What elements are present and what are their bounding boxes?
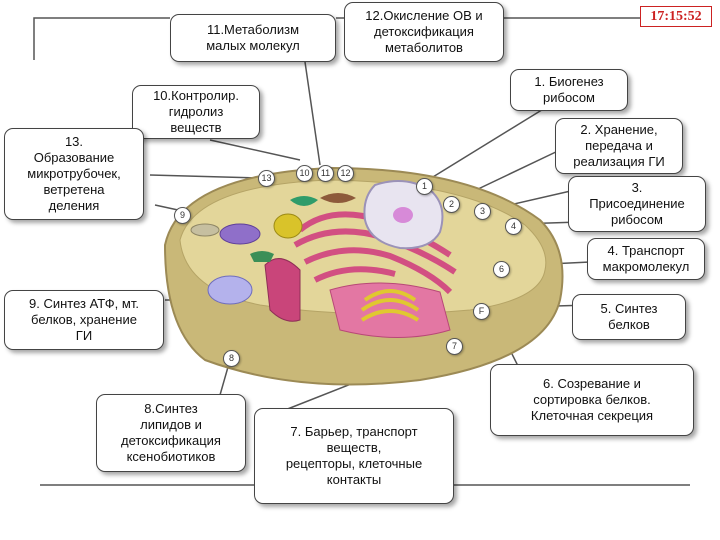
- label-6-secretion: 6. Созревание и сортировка белков. Клето…: [490, 364, 694, 436]
- golgi: [360, 289, 420, 322]
- label-12-text: 12.Окисление ОВ и детоксификация метабол…: [365, 8, 483, 55]
- label-2-storage: 2. Хранение, передача и реализация ГИ: [555, 118, 683, 174]
- label-11-text: 11.Метаболизм малых молекул: [206, 22, 300, 53]
- callout-12: 12: [337, 165, 354, 182]
- callout-8: 8: [223, 350, 240, 367]
- callout-13: 13: [258, 170, 275, 187]
- callout-10: 10: [296, 165, 313, 182]
- label-5-text: 5. Синтез белков: [600, 301, 658, 332]
- label-3-text: 3. Присоединение рибосом: [589, 180, 685, 227]
- label-13-text: 13. Образование микротрубочек, ветретена…: [27, 134, 121, 213]
- vesicle: [320, 193, 356, 203]
- label-8-lipids: 8.Синтез липидов и детоксификация ксеноб…: [96, 394, 246, 472]
- lysosome: [190, 223, 220, 237]
- label-3-ribosome-attachment: 3. Присоединение рибосом: [568, 176, 706, 232]
- smooth-er: [264, 258, 301, 322]
- label-7-text: 7. Барьер, транспорт веществ, рецепторы,…: [285, 424, 423, 487]
- label-6-text: 6. Созревание и сортировка белков. Клето…: [530, 376, 654, 423]
- callout-f: F: [473, 303, 490, 320]
- label-7-barrier: 7. Барьер, транспорт веществ, рецепторы,…: [254, 408, 454, 504]
- callout-2: 2: [443, 196, 460, 213]
- label-4-transport: 4. Транспорт макромолекул: [587, 238, 705, 280]
- mitochondrion-2: [273, 213, 303, 239]
- peroxisome: [290, 196, 318, 206]
- label-10-hydrolysis: 10.Контролир. гидролиз веществ: [132, 85, 260, 139]
- label-5-protein-synthesis: 5. Синтез белков: [572, 294, 686, 340]
- label-12-oxidation: 12.Окисление ОВ и детоксификация метабол…: [344, 2, 504, 62]
- centriole: [250, 251, 274, 262]
- label-1-text: 1. Биогенез рибосом: [534, 74, 604, 105]
- label-10-text: 10.Контролир. гидролиз веществ: [153, 88, 239, 135]
- callout-7: 7: [446, 338, 463, 355]
- label-9-atp: 9. Синтез АТФ, мт. белков, хранение ГИ: [4, 290, 164, 350]
- callout-6: 6: [493, 261, 510, 278]
- mitochondrion-1: [219, 223, 261, 245]
- label-4-text: 4. Транспорт макромолекул: [602, 243, 690, 274]
- label-13-microtubules: 13. Образование микротрубочек, ветретена…: [4, 128, 144, 220]
- callout-3: 3: [474, 203, 491, 220]
- callout-9: 9: [174, 207, 191, 224]
- label-1-ribosome-biogenesis: 1. Биогенез рибосом: [510, 69, 628, 111]
- label-2-text: 2. Хранение, передача и реализация ГИ: [573, 122, 665, 169]
- nucleolus: [393, 207, 413, 223]
- label-9-text: 9. Синтез АТФ, мт. белков, хранение ГИ: [29, 296, 139, 343]
- callout-11: 11: [317, 165, 334, 182]
- label-11-metabolism: 11.Метаболизм малых молекул: [170, 14, 336, 62]
- label-8-text: 8.Синтез липидов и детоксификация ксеноб…: [121, 401, 221, 464]
- callout-4: 4: [505, 218, 522, 235]
- mitochondrion-3: [207, 275, 253, 305]
- clock-display: 17:15:52: [640, 6, 712, 27]
- callout-1: 1: [416, 178, 433, 195]
